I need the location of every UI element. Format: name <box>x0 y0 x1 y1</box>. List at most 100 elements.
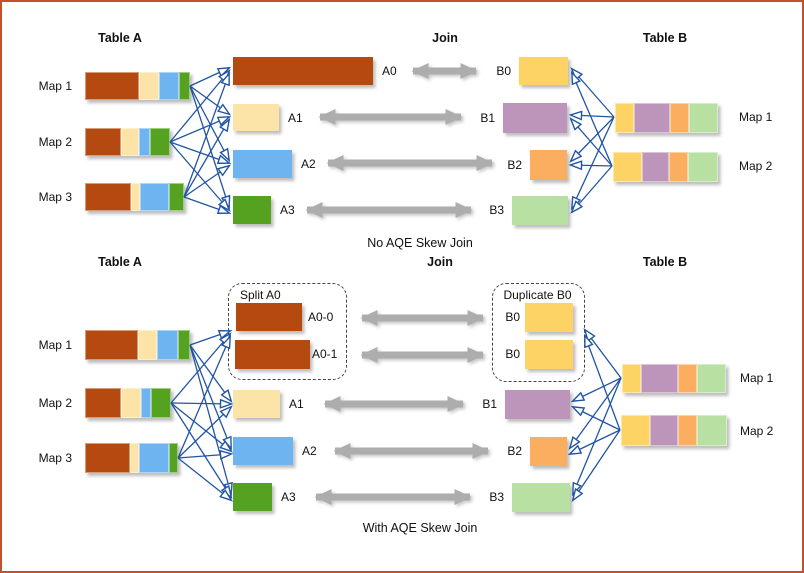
bottom-map-a3-bar <box>85 443 178 473</box>
bottom-partition-b2-label: B2 <box>507 444 522 458</box>
yellow-segment <box>615 103 634 133</box>
orange-segment <box>669 103 690 133</box>
split-a0-group-title: Split A0 <box>240 288 281 302</box>
top-partition-a1 <box>233 104 279 131</box>
brown-segment <box>85 443 130 473</box>
join-arrows-top <box>305 63 494 218</box>
partition-a0-0-label: A0-0 <box>308 310 334 324</box>
top-partition-a2-label: A2 <box>301 157 316 171</box>
top-partition-b0-label: B0 <box>496 64 511 78</box>
blue-segment <box>157 330 178 360</box>
brown-segment <box>85 128 122 156</box>
green-segment <box>150 128 170 156</box>
top-partition-a1-label: A1 <box>288 111 303 125</box>
top-map-a2-bar <box>85 128 170 156</box>
bottom-map-b1-label: Map 1 <box>740 371 774 385</box>
bottom-join-title: Join <box>427 255 453 269</box>
top-map-a3-bar <box>85 183 184 211</box>
bottom-map-a1-bar <box>85 330 190 360</box>
blue-segment <box>139 183 170 211</box>
blue-segment <box>159 72 179 100</box>
bottom-partition-b3-label: B3 <box>489 490 504 504</box>
wheat-segment <box>137 330 158 360</box>
green-segment <box>177 330 190 360</box>
top-partition-a3 <box>233 196 271 224</box>
top-partition-a0-label: A0 <box>382 64 397 78</box>
green-segment <box>178 72 190 100</box>
partition-b0-copy2-label: B0 <box>505 347 520 361</box>
partition-b0-copy1-label: B0 <box>505 310 520 324</box>
top-table-a-title: Table A <box>98 31 142 45</box>
bottom-map-a3-label: Map 3 <box>38 451 72 465</box>
brown-segment <box>85 183 131 211</box>
bottom-map-b2-label: Map 2 <box>740 424 774 438</box>
bottom-map-a2-bar <box>85 388 171 418</box>
top-map-b2-label: Map 2 <box>739 159 773 173</box>
yellow-segment <box>622 364 641 393</box>
blue-segment <box>139 443 169 473</box>
lightgreen-segment <box>697 415 727 446</box>
lightgreen-segment <box>697 364 726 393</box>
wheat-segment <box>139 72 160 100</box>
top-partition-b2-label: B2 <box>507 158 522 172</box>
brown-segment <box>85 72 140 100</box>
top-partition-a0 <box>233 57 373 85</box>
top-map-a1-bar <box>85 72 190 100</box>
partition-a0-1 <box>235 340 310 369</box>
top-table-b-title: Table B <box>642 31 688 45</box>
orange-segment <box>677 364 698 393</box>
top-partition-a3-label: A3 <box>280 203 295 217</box>
shuffle-arrows-top-right <box>571 69 615 212</box>
bottom-map-a1-label: Map 1 <box>38 338 72 352</box>
blue-segment <box>140 388 151 418</box>
bottom-table-a-title: Table A <box>98 255 142 269</box>
green-segment <box>169 183 184 211</box>
bottom-map-b2-bar <box>621 415 727 446</box>
duplicate-b0-group-title: Duplicate B0 <box>503 288 572 302</box>
wheat-segment <box>121 128 140 156</box>
bottom-partition-a3 <box>233 483 272 511</box>
yellow-segment <box>613 152 642 182</box>
yellow-segment <box>621 415 650 446</box>
bottom-partition-a3-label: A3 <box>281 490 296 504</box>
mauve-segment <box>640 364 678 393</box>
mauve-segment <box>641 152 669 182</box>
top-caption: No AQE Skew Join <box>367 236 473 250</box>
bottom-partition-b3 <box>512 483 570 512</box>
bottom-caption: With AQE Skew Join <box>362 521 478 535</box>
bottom-map-a2-label: Map 2 <box>38 396 72 410</box>
bottom-partition-a1-label: A1 <box>289 397 304 411</box>
orange-segment <box>668 152 689 182</box>
wheat-segment <box>129 443 140 473</box>
top-partition-b3-label: B3 <box>489 203 504 217</box>
top-partition-b2 <box>530 150 567 180</box>
top-map-b2-bar <box>613 152 718 182</box>
partition-b0-copy2 <box>525 340 573 369</box>
bottom-partition-b1-label: B1 <box>482 397 497 411</box>
lightgreen-segment <box>688 152 718 182</box>
top-map-b1-bar <box>615 103 719 133</box>
top-map-a2-label: Map 2 <box>38 135 72 149</box>
top-partition-b3 <box>512 196 568 225</box>
blue-segment <box>139 128 151 156</box>
bottom-partition-b2 <box>530 437 567 466</box>
green-segment <box>168 443 178 473</box>
bottom-table-b-title: Table B <box>642 255 688 269</box>
top-map-b1-label: Map 1 <box>739 110 773 124</box>
top-partition-b1-label: B1 <box>480 111 495 125</box>
brown-segment <box>85 330 138 360</box>
bottom-partition-a1 <box>233 390 280 418</box>
top-map-a3-label: Map 3 <box>38 190 72 204</box>
partition-a0-0 <box>236 303 302 331</box>
wheat-segment <box>121 388 141 418</box>
partition-b0-copy1 <box>525 303 573 332</box>
orange-segment <box>677 415 698 446</box>
green-segment <box>150 388 171 418</box>
mauve-segment <box>633 103 670 133</box>
partition-a0-1-label: A0-1 <box>312 347 338 361</box>
top-partition-b0 <box>519 57 568 85</box>
bottom-partition-a2-label: A2 <box>302 444 317 458</box>
bottom-partition-b1 <box>505 390 570 419</box>
bottom-partition-a2 <box>233 437 293 465</box>
top-map-a1-label: Map 1 <box>38 79 72 93</box>
